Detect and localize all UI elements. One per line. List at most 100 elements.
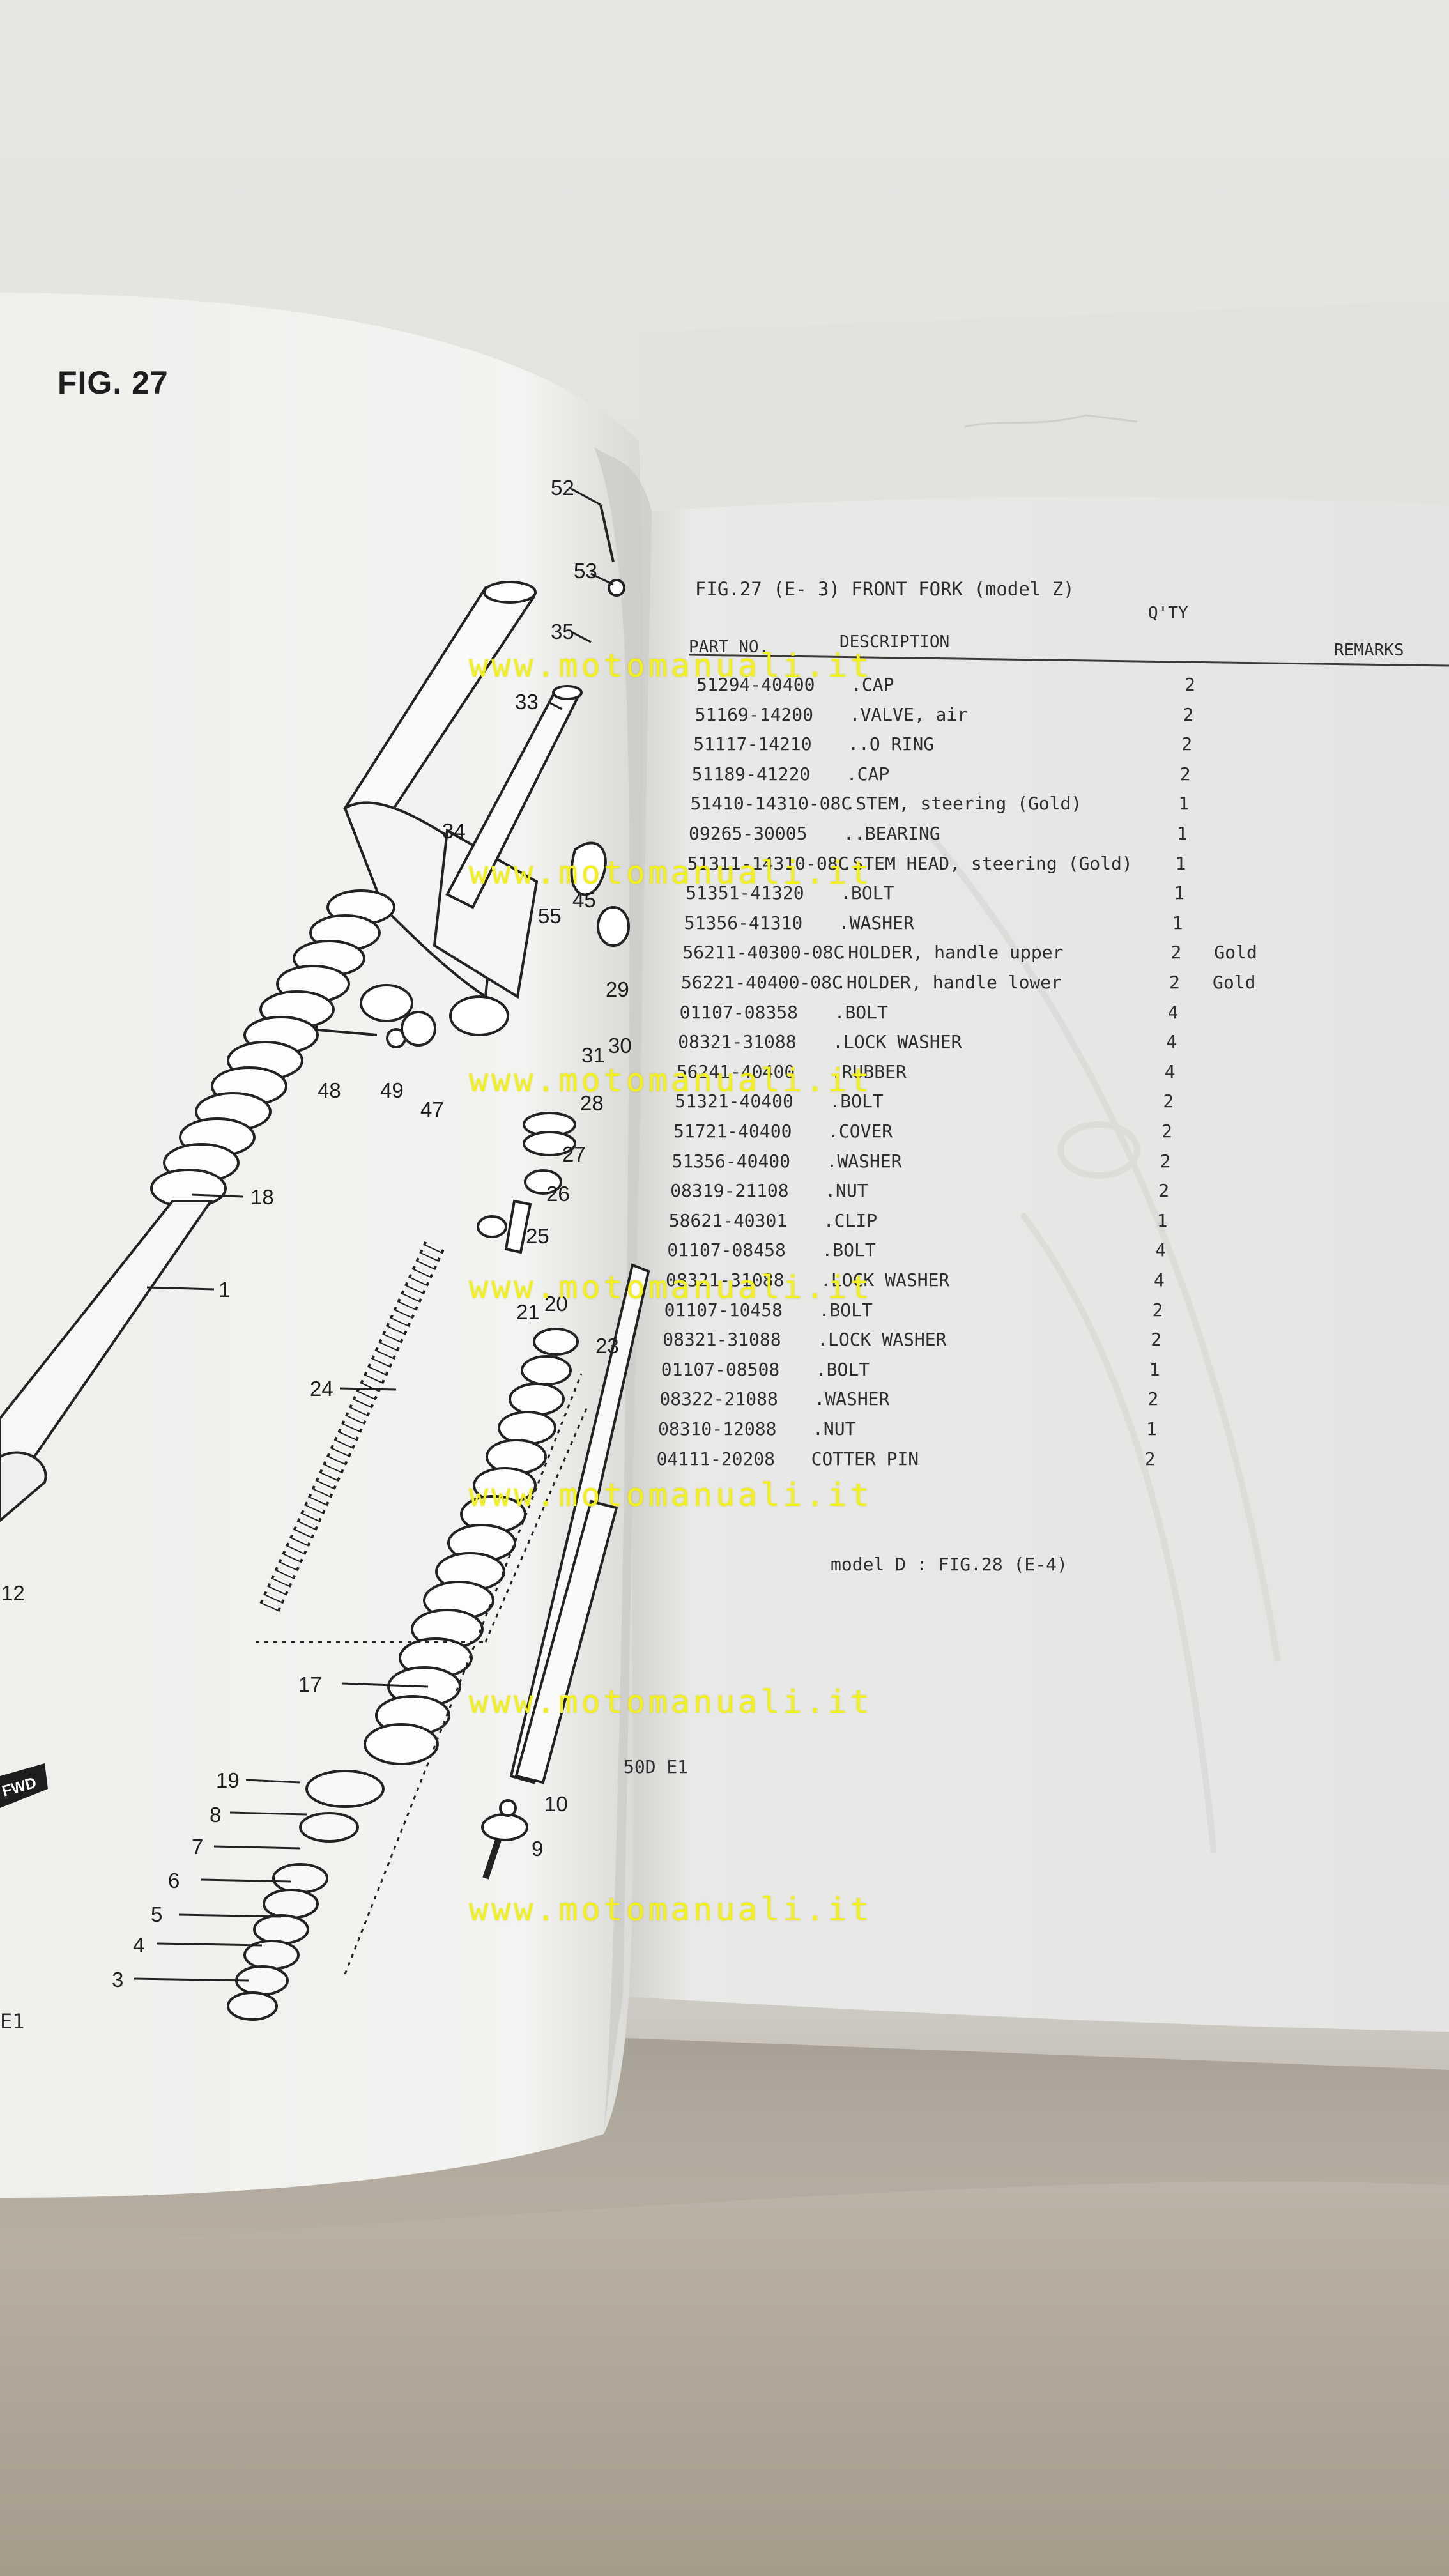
- quantity-cell: 4: [1154, 1269, 1165, 1291]
- part-number-cell: 01107-08508: [661, 1358, 780, 1380]
- watermark: www.motomanuali.it: [469, 647, 873, 684]
- header-remarks: REMARKS: [1334, 641, 1404, 660]
- quantity-cell: 1: [1175, 852, 1186, 874]
- background-sheet-crease: [964, 414, 1138, 428]
- callout-26: 26: [546, 1182, 570, 1206]
- description-cell: .LOCK WASHER: [820, 1269, 950, 1291]
- table-row: 51721-40400 .COVER 2: [673, 1121, 1312, 1151]
- description-cell: COTTER PIN: [811, 1448, 919, 1469]
- part-number-cell: 51169-14200: [694, 703, 814, 725]
- callout-31: 31: [581, 1043, 605, 1067]
- description-cell: .BOLT: [815, 1358, 870, 1380]
- quantity-cell: 2: [1181, 733, 1193, 755]
- description-cell: ..BEARING: [843, 823, 940, 844]
- right-page-footer: 50D E1: [624, 1756, 688, 1777]
- quantity-cell: 2: [1183, 703, 1194, 725]
- quantity-cell: 1: [1177, 823, 1188, 844]
- callout-19: 19: [216, 1768, 240, 1792]
- part-number-cell: 08321-31088: [663, 1329, 781, 1351]
- part-number-cell: 08321-31088: [666, 1269, 785, 1291]
- callout-55: 55: [538, 904, 562, 928]
- part-number-cell: 01107-10458: [664, 1299, 783, 1321]
- callout-4: 4: [133, 1933, 144, 1957]
- callout-47: 47: [420, 1098, 444, 1121]
- quantity-cell: 1: [1174, 882, 1185, 904]
- callout-29: 29: [606, 977, 629, 1001]
- callout-45: 45: [572, 888, 596, 912]
- quantity-cell: 2: [1162, 1121, 1172, 1142]
- watermark: www.motomanuali.it: [469, 854, 873, 891]
- callout-18: 18: [250, 1185, 274, 1209]
- table-row: 51410-14310-08C.STEM, steering (Gold) 1: [690, 793, 1329, 823]
- callout-30: 30: [608, 1034, 632, 1057]
- table-header-rule: [688, 654, 1449, 667]
- description-cell: .WASHER: [838, 912, 914, 933]
- quantity-cell: 1: [1156, 1209, 1168, 1231]
- part-number-cell: 51721-40400: [673, 1121, 792, 1142]
- callout-12: 12: [1, 1581, 25, 1605]
- callout-21: 21: [516, 1300, 540, 1324]
- description-cell: .WASHER: [814, 1388, 890, 1410]
- description-cell: .RUBBER: [831, 1061, 907, 1082]
- left-page-footer: E1: [0, 2009, 25, 2034]
- part-number-cell: 51311-14310-08C: [687, 852, 849, 874]
- part-number-cell: 08322-21088: [659, 1388, 778, 1410]
- callout-53: 53: [574, 559, 597, 583]
- watermark: www.motomanuali.it: [469, 1269, 873, 1306]
- part-number-cell: 08310-12088: [658, 1418, 777, 1439]
- quantity-cell: 2: [1158, 1180, 1170, 1202]
- callout-28: 28: [580, 1091, 604, 1115]
- description-cell: .BOLT: [829, 1091, 884, 1112]
- description-cell: .COVER: [828, 1121, 893, 1142]
- quantity-cell: 2: [1152, 1299, 1163, 1321]
- callout-9: 9: [532, 1837, 543, 1860]
- quantity-cell: 2: [1170, 942, 1182, 963]
- quantity-cell: 2: [1163, 1091, 1174, 1112]
- description-cell: .STEM HEAD, steering (Gold): [841, 852, 1133, 874]
- callout-49: 49: [380, 1078, 404, 1102]
- part-number-cell: 51117-14210: [693, 733, 812, 755]
- part-number-cell: 08321-31088: [678, 1031, 797, 1053]
- quantity-cell: 1: [1146, 1418, 1157, 1439]
- quantity-cell: 2: [1179, 763, 1191, 785]
- quantity-cell: 1: [1149, 1358, 1160, 1380]
- table-row: 08321-31088 .LOCK WASHER 4: [666, 1269, 1305, 1300]
- description-cell: .LOCK WASHER: [817, 1329, 947, 1351]
- description-cell: .CAP: [846, 763, 890, 785]
- right-page: [623, 496, 1449, 2032]
- part-number-cell: 51410-14310-08C: [690, 793, 852, 815]
- fork-diagram: [0, 487, 650, 2021]
- remarks-cell: Gold: [1214, 942, 1257, 963]
- callout-6: 6: [168, 1869, 180, 1892]
- description-cell: .CLIP: [823, 1209, 878, 1231]
- quantity-cell: 1: [1178, 793, 1190, 815]
- quantity-cell: 4: [1155, 1239, 1167, 1261]
- callout-27: 27: [562, 1142, 586, 1166]
- callout-7: 7: [192, 1835, 203, 1859]
- part-number-cell: 08319-21108: [670, 1180, 789, 1202]
- callout-23: 23: [595, 1334, 619, 1358]
- callout-5: 5: [151, 1903, 162, 1926]
- parts-list-note: model D : FIG.28 (E-4): [831, 1554, 1068, 1575]
- callout-3: 3: [112, 1968, 123, 1991]
- description-cell: .STEM, steering (Gold): [845, 793, 1082, 815]
- quantity-cell: 2: [1160, 1150, 1171, 1172]
- callout-1: 1: [218, 1278, 230, 1301]
- description-cell: ..O RING: [848, 733, 935, 755]
- part-number-cell: 51351-41320: [686, 882, 804, 904]
